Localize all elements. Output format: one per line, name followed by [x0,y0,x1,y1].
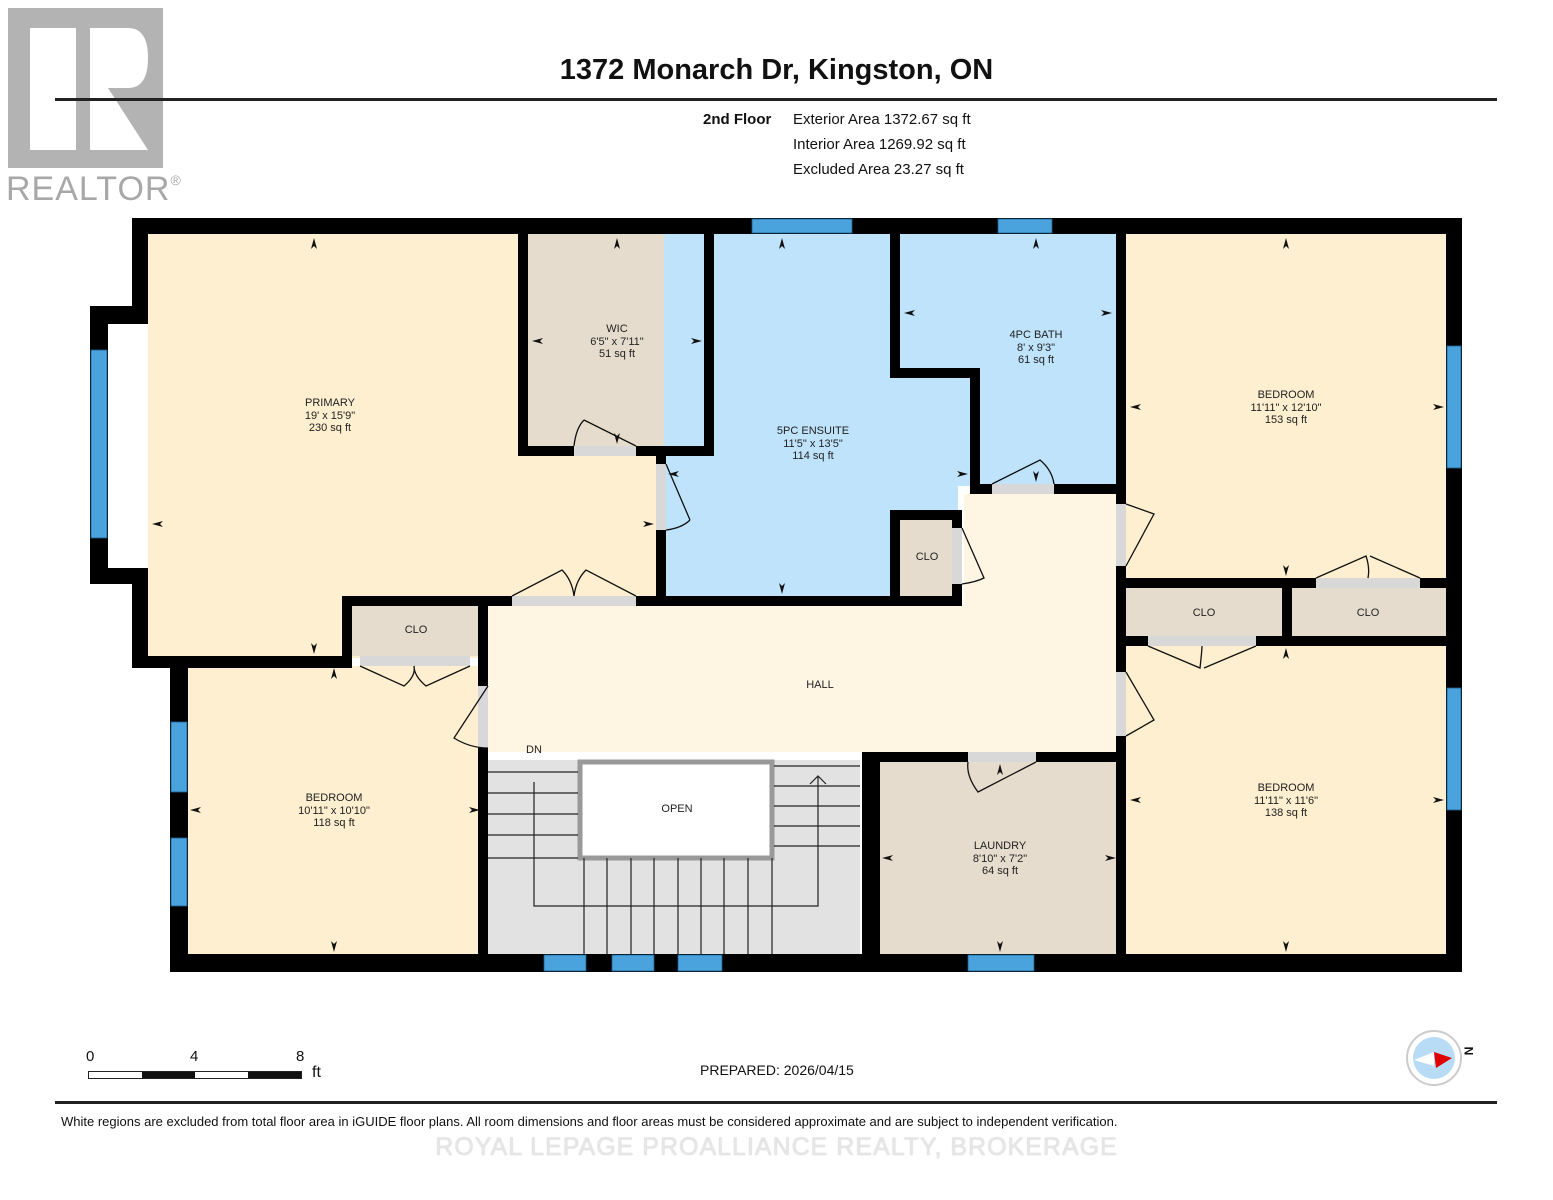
room-wic: WIC 6'5" x 7'11" 51 sq ft [590,323,643,361]
open-area-label: OPEN [661,803,693,815]
closet-label: CLO [1192,607,1216,619]
windows [90,218,1462,972]
room-5pc-ensuite: 5PC ENSUITE 11'5" x 13'5" 114 sq ft [777,425,849,463]
header-divider [55,98,1497,101]
room-name: 4PC BATH [1009,329,1063,341]
room-4pc-bath: 4PC BATH 8' x 9'3" 61 sq ft [1010,329,1063,367]
room-area: 153 sq ft [1264,414,1308,426]
room-dims: 6'5" x 7'11" [590,335,644,348]
room-laundry: LAUNDRY 8'10" x 7'2" 64 sq ft [973,840,1027,878]
room-dims: 11'11" x 11'6" [1254,794,1318,807]
realtor-logo [8,8,163,168]
room-dims: 8' x 9'3" [1016,341,1056,354]
room-area: 64 sq ft [981,865,1019,877]
room-fills [108,234,1446,954]
room-area: 51 sq ft [598,348,636,360]
compass-icon [1413,1037,1455,1079]
excluded-area: Excluded Area 23.27 sq ft [793,161,964,178]
scale-tick-4: 4 [190,1048,199,1065]
prepared-date: PREPARED: 2026/04/15 [700,1062,854,1078]
stairs-down-label: DN [526,744,542,756]
room-area: 118 sq ft [313,817,355,829]
floor-label: 2nd Floor [703,111,772,128]
floor-plan [90,218,1462,972]
closet-label: CLO [915,551,939,563]
page-title: 1372 Monarch Dr, Kingston, ON [559,54,994,86]
scale-unit: ft [312,1064,321,1081]
hall-label: HALL [806,679,834,691]
room-dims: 11'5" x 13'5" [783,437,843,450]
room-area: 114 sq ft [792,450,834,462]
scale-tick-8: 8 [296,1048,305,1065]
scale-bar [88,1071,302,1079]
stair-treads [488,765,860,954]
room-dims: 8'10" x 7'2" [972,852,1028,865]
closet-label: CLO [1356,607,1380,619]
exterior-area: Exterior Area 1372.67 sq ft [793,111,971,128]
room-name: WIC [606,323,628,335]
room-name: BEDROOM [305,792,363,804]
room-name: PRIMARY [305,397,355,409]
scale-tick-0: 0 [86,1048,95,1065]
room-bedroom-se: BEDROOM 11'11" x 11'6" 138 sq ft [1254,782,1318,820]
realtor-r-icon [30,28,148,150]
door-openings [360,446,1420,762]
room-name: BEDROOM [1257,782,1315,794]
room-dims: 10'11" x 10'10" [298,804,370,817]
room-bedroom-sw: BEDROOM 10'11" x 10'10" 118 sq ft [298,792,370,830]
realtor-wordmark: REALTOR® [6,170,182,208]
door-swings [359,419,1421,793]
room-dims: 11'11" x 12'10" [1250,401,1322,414]
brokerage-watermark: ROYAL LEPAGE PROALLIANCE REALTY, BROKERA… [435,1133,1118,1161]
room-primary: PRIMARY 19' x 15'9" 230 sq ft [305,397,355,435]
footer-divider [55,1101,1497,1104]
compass [1406,1030,1462,1086]
room-area: 138 sq ft [1264,807,1308,819]
room-name: LAUNDRY [973,840,1027,852]
room-bedroom-ne: BEDROOM 11'11" x 12'10" 153 sq ft [1251,389,1322,427]
room-area: 61 sq ft [1017,354,1055,366]
room-dims: 19' x 15'9" [304,409,356,422]
disclaimer: White regions are excluded from total fl… [61,1114,1118,1129]
room-name: BEDROOM [1257,389,1315,401]
room-name: 5PC ENSUITE [776,425,850,437]
closet-label: CLO [404,624,428,636]
compass-north-label: N [1461,1046,1476,1056]
room-area: 230 sq ft [308,422,352,434]
interior-area: Interior Area 1269.92 sq ft [793,136,966,153]
dimension-arrows [152,238,1444,952]
